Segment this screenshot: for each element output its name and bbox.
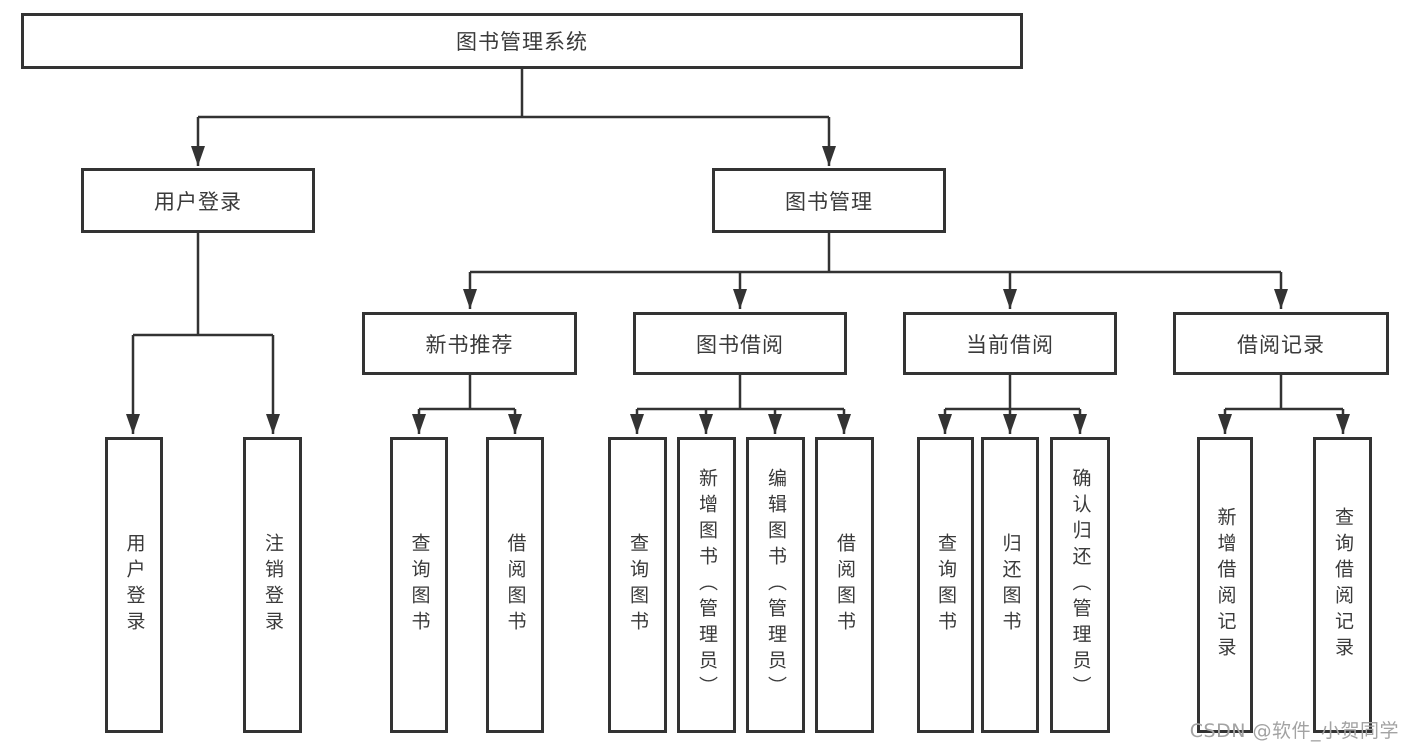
node-book-borrowing-label: 图书借阅 xyxy=(696,332,784,357)
node-root: 图书管理系统 xyxy=(21,13,1023,69)
csdn-watermark: CSDN @软件_小贺同学 xyxy=(1189,720,1399,742)
leaf-cb-return-books: 归还图书 xyxy=(981,437,1039,733)
leaf-cb-query-books-label: 查询图书 xyxy=(935,533,957,637)
node-root-label: 图书管理系统 xyxy=(456,30,588,54)
leaf-bb-query-books-label: 查询图书 xyxy=(627,533,649,637)
leaf-bb-add-books-admin-label: 新增图书（管理员） xyxy=(696,468,718,702)
node-book-management-label: 图书管理 xyxy=(785,189,873,214)
leaf-cb-return-books-label: 归还图书 xyxy=(999,533,1022,637)
leaf-br-add-record: 新增借阅记录 xyxy=(1197,437,1253,733)
node-user-login: 用户登录 xyxy=(81,168,315,233)
node-new-book-recommend: 新书推荐 xyxy=(362,312,577,375)
node-current-borrowing: 当前借阅 xyxy=(903,312,1117,375)
leaf-bb-borrow-books-label: 借阅图书 xyxy=(834,533,856,637)
leaf-br-add-record-label: 新增借阅记录 xyxy=(1214,507,1237,663)
node-user-login-label: 用户登录 xyxy=(154,189,242,214)
leaf-cb-confirm-return-admin-label: 确认归还（管理员） xyxy=(1069,468,1092,702)
leaf-bb-edit-books-admin-label: 编辑图书（管理员） xyxy=(765,468,787,702)
leaf-user-login-label: 用户登录 xyxy=(123,533,146,637)
leaf-bb-edit-books-admin: 编辑图书（管理员） xyxy=(746,437,805,733)
leaf-rec-borrow-books: 借阅图书 xyxy=(486,437,544,733)
node-borrowing-records-label: 借阅记录 xyxy=(1237,332,1325,357)
leaf-user-login: 用户登录 xyxy=(105,437,163,733)
leaf-logout-label: 注销登录 xyxy=(262,533,284,637)
leaf-bb-add-books-admin: 新增图书（管理员） xyxy=(677,437,736,733)
leaf-rec-borrow-books-label: 借阅图书 xyxy=(504,533,527,637)
node-current-borrowing-label: 当前借阅 xyxy=(966,332,1054,357)
leaf-bb-query-books: 查询图书 xyxy=(608,437,667,733)
node-book-borrowing: 图书借阅 xyxy=(633,312,847,375)
leaf-rec-query-books-label: 查询图书 xyxy=(408,533,431,637)
node-book-management: 图书管理 xyxy=(712,168,946,233)
leaf-logout: 注销登录 xyxy=(243,437,302,733)
leaf-rec-query-books: 查询图书 xyxy=(390,437,448,733)
node-borrowing-records: 借阅记录 xyxy=(1173,312,1389,375)
leaf-bb-borrow-books: 借阅图书 xyxy=(815,437,874,733)
node-new-book-recommend-label: 新书推荐 xyxy=(425,332,514,357)
leaf-cb-confirm-return-admin: 确认归还（管理员） xyxy=(1050,437,1110,733)
leaf-cb-query-books: 查询图书 xyxy=(917,437,974,733)
leaf-br-query-record-label: 查询借阅记录 xyxy=(1332,507,1354,663)
leaf-br-query-record: 查询借阅记录 xyxy=(1313,437,1372,733)
